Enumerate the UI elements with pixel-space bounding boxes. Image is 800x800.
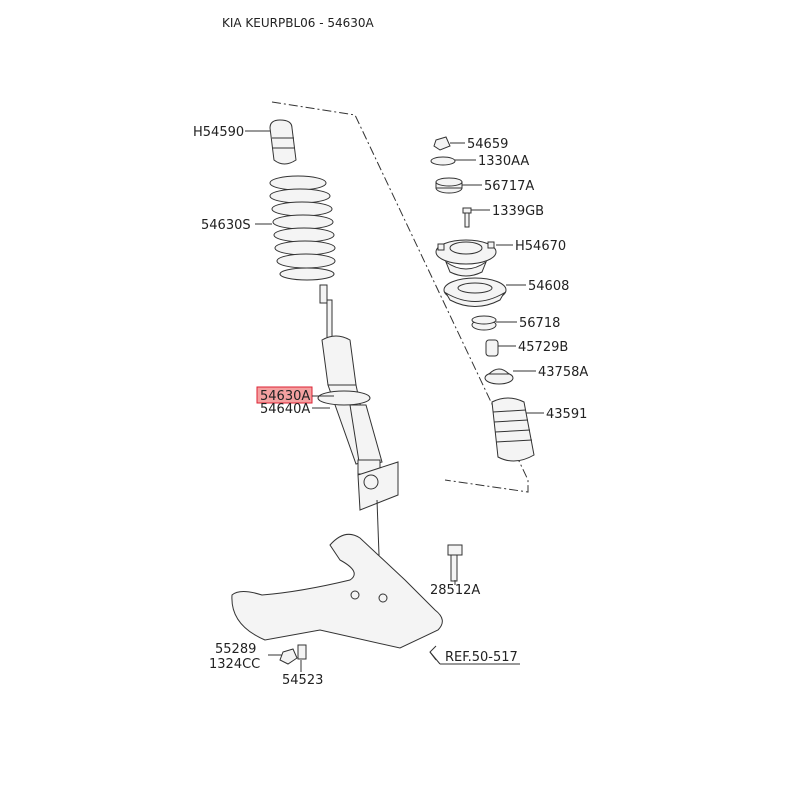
callout-1324cc[interactable]: 1324CC [209,657,260,672]
callout-54640a[interactable]: 54640A [260,402,310,417]
spacer [471,315,497,331]
callout-54523[interactable]: 54523 [282,673,323,688]
callout-43758a[interactable]: 43758A [538,365,588,380]
nut-top [433,136,451,151]
callout-h54670[interactable]: H54670 [515,239,566,254]
dust-cover-boot [491,397,535,462]
lower-control-arm [231,533,443,649]
callout-54659[interactable]: 54659 [467,137,508,152]
nut [279,644,307,665]
dust-cover-cap [484,368,514,385]
callout-1339gb[interactable]: 1339GB [492,204,544,219]
strut-mount [435,239,497,277]
lower-mount-bracket [357,461,399,611]
assembly-boundary [271,101,529,493]
bolt [447,544,463,582]
stud-bolt [462,207,472,228]
spring-seat [443,277,507,307]
coil-spring [269,175,336,281]
bushing [485,339,499,357]
callout-54630s[interactable]: 54630S [201,218,251,233]
callout-43591[interactable]: 43591 [546,407,587,422]
highlight-box [256,386,313,404]
callout-45729b[interactable]: 45729B [518,340,568,355]
callout-ref[interactable]: REF.50-517 [445,650,518,665]
callout-54608[interactable]: 54608 [528,279,569,294]
callout-56718[interactable]: 56718 [519,316,560,331]
top-cap [435,177,463,194]
bump-stopper [269,119,297,165]
callout-1330aa[interactable]: 1330AA [478,154,529,169]
callout-28512a[interactable]: 28512A [430,583,480,598]
shock-absorber [317,284,383,475]
callout-55289[interactable]: 55289 [215,642,256,657]
diagram-title: KIA KEURPBL06 - 54630A [222,16,375,30]
washer [430,156,456,166]
callout-h54590[interactable]: H54590 [193,125,244,140]
callout-56717a[interactable]: 56717A [484,179,534,194]
leader-line [429,651,441,665]
callout-54630a[interactable]: 54630A [260,389,310,404]
